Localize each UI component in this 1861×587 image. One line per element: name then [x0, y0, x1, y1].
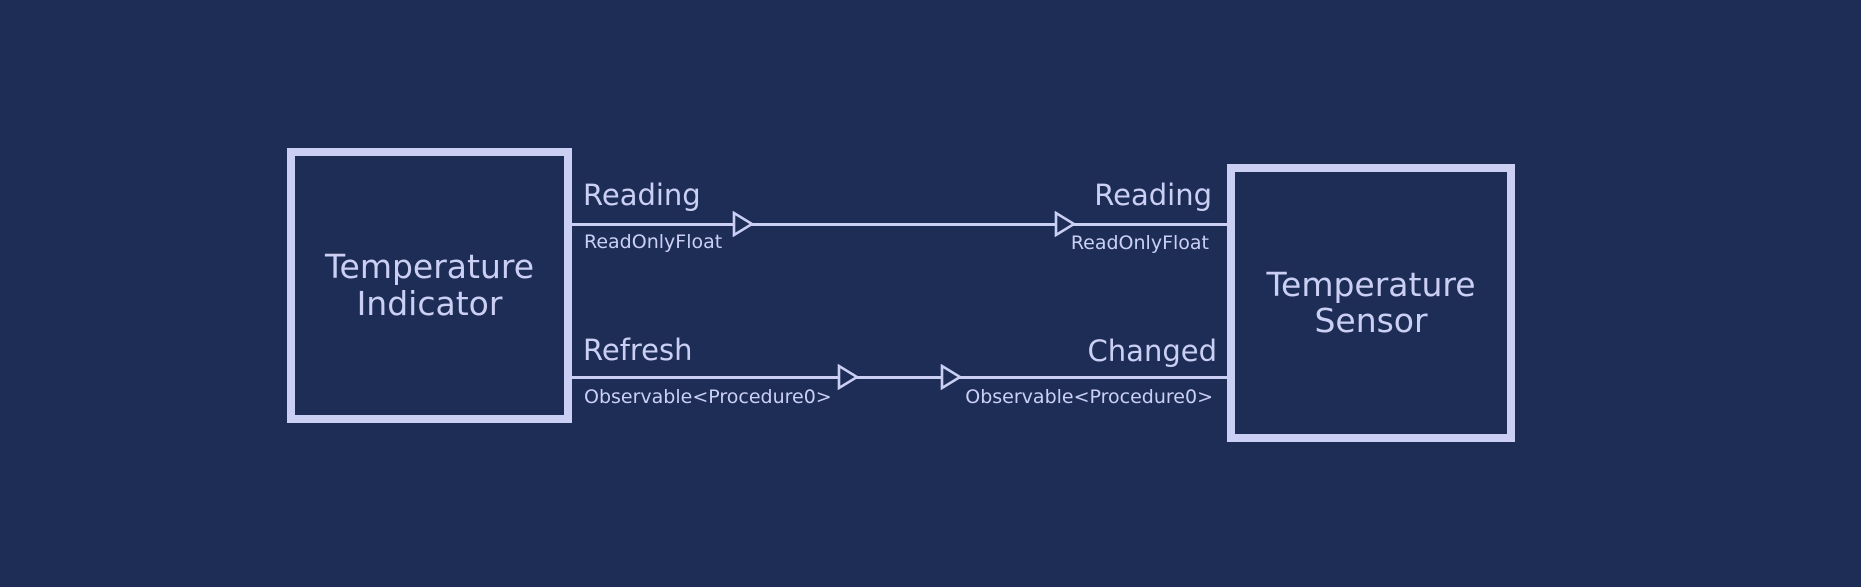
open-arrowhead-icon	[940, 364, 962, 390]
port-label-changed: Changed	[1087, 334, 1217, 368]
open-arrowhead-icon	[837, 364, 859, 390]
wire-reading-connection[interactable]	[572, 223, 1227, 226]
port-type-reading-source: ReadOnlyFloat	[584, 231, 723, 253]
port-type-changed: Observable<Procedure0>	[965, 386, 1213, 408]
port-label-reading-target: Reading	[1094, 178, 1212, 212]
port-type-reading-target: ReadOnlyFloat	[1070, 232, 1209, 254]
port-label-reading-source: Reading	[583, 178, 701, 212]
port-label-refresh: Refresh	[583, 333, 693, 367]
node-temperature-sensor[interactable]: Temperature Sensor	[1227, 164, 1515, 442]
port-type-refresh: Observable<Procedure0>	[584, 386, 832, 408]
open-arrowhead-icon	[1054, 211, 1076, 237]
node-temperature-indicator[interactable]: Temperature Indicator	[287, 148, 572, 423]
wire-refresh-changed-connection[interactable]	[572, 376, 1227, 379]
open-arrowhead-icon	[732, 211, 754, 237]
node-title-temperature-sensor: Temperature Sensor	[1266, 264, 1476, 340]
node-title-temperature-indicator: Temperature Indicator	[324, 247, 535, 323]
